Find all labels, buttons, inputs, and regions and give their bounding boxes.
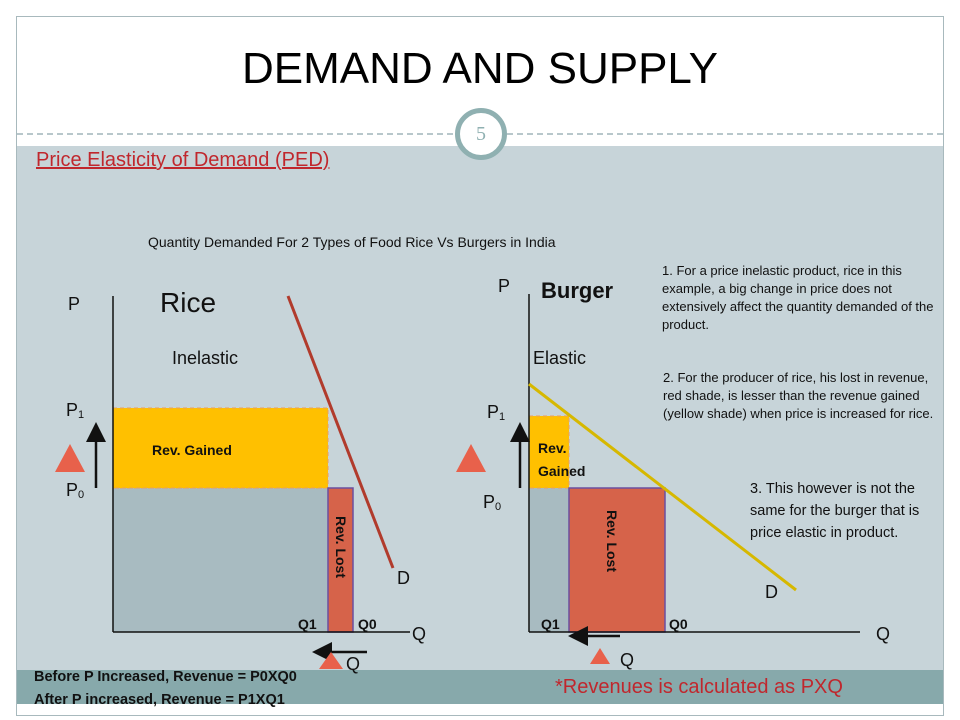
rice-chart: P Rice Inelastic P1 P0 Rev. Gained Rev. …: [55, 287, 426, 674]
slide-title: DEMAND AND SUPPLY: [242, 44, 718, 93]
chart-subtitle: Quantity Demanded For 2 Types of Food Ri…: [148, 234, 556, 250]
rice-demand-label: D: [397, 568, 410, 588]
ped-heading: Price Elasticity of Demand (PED): [36, 149, 330, 171]
burger-p1-sub: 1: [499, 411, 505, 423]
burger-rev-gained-label-2: Gained: [538, 463, 585, 479]
burger-p1-letter: P: [487, 402, 499, 422]
rice-p0-letter: P: [66, 480, 78, 500]
rice-decrease-triangle: [319, 652, 343, 669]
rice-rev-gained-label: Rev. Gained: [152, 442, 232, 458]
burger-rev-gained-area: [528, 415, 570, 489]
rice-p0-label: P0: [66, 480, 84, 501]
rice-q-axis-label: Q: [412, 624, 426, 644]
rice-q1-label: Q1: [298, 616, 317, 632]
burger-base-revenue-area: [529, 488, 569, 632]
revenue-calculation-note: *Revenues is calculated as PXQ: [555, 676, 843, 698]
revenue-after-note: After P increased, Revenue = P1XQ1: [34, 692, 285, 708]
burger-p-axis-label: P: [498, 276, 510, 296]
burger-demand-label: D: [765, 582, 778, 602]
burger-increase-triangle: [456, 444, 486, 472]
note-producer-revenue: 2. For the producer of rice, his lost in…: [663, 370, 934, 421]
burger-chart: P Burger Elastic P1 P0 Rev. Gained Rev. …: [456, 276, 890, 670]
burger-p0-label: P0: [483, 492, 501, 513]
rice-p1-sub: 1: [78, 409, 84, 421]
note-inelastic-explanation: 1. For a price inelastic product, rice i…: [662, 263, 934, 332]
rice-p1-label: P1: [66, 400, 84, 421]
rice-increase-triangle: [55, 444, 85, 472]
burger-demand-curve: [528, 382, 797, 592]
burger-q-below-label: Q: [620, 650, 634, 670]
burger-rev-gained-label-1: Rev.: [538, 440, 567, 456]
rice-p-axis-label: P: [68, 294, 80, 314]
burger-rev-lost-area: [568, 487, 666, 633]
rice-title: Rice: [160, 287, 216, 318]
burger-p0-sub: 0: [495, 501, 501, 513]
burger-rev-lost-label: Rev. Lost: [604, 510, 620, 572]
burger-title: Burger: [541, 278, 614, 303]
burger-elasticity-label: Elastic: [533, 348, 586, 368]
slide-number: 5: [455, 108, 507, 160]
revenue-before-note: Before P Increased, Revenue = P0XQ0: [34, 669, 297, 685]
rice-demand-curve: [286, 295, 395, 569]
note-burger-elastic: 3. This however is not the same for the …: [750, 481, 920, 541]
rice-q-below-label: Q: [346, 654, 360, 674]
rice-q0-label: Q0: [358, 616, 377, 632]
rice-rev-lost-label: Rev. Lost: [333, 516, 349, 578]
rice-rev-gained-area: [112, 407, 329, 489]
burger-q1-label: Q1: [541, 616, 560, 632]
slide-frame: [16, 16, 944, 716]
rice-elasticity-label: Inelastic: [172, 348, 238, 368]
burger-q-axis-label: Q: [876, 624, 890, 644]
footer-band: [17, 670, 943, 704]
rice-p0-sub: 0: [78, 489, 84, 501]
rice-base-revenue-area: [112, 487, 329, 633]
burger-p1-label: P1: [487, 402, 505, 423]
burger-decrease-triangle: [590, 648, 610, 664]
burger-p0-letter: P: [483, 492, 495, 512]
burger-q0-label: Q0: [669, 616, 688, 632]
rice-p1-letter: P: [66, 400, 78, 420]
